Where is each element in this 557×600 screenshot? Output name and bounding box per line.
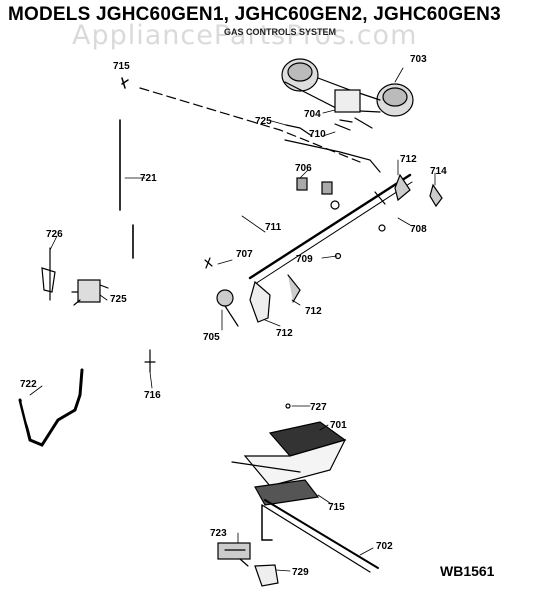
valve-712-right (374, 173, 411, 205)
leader-715-top (121, 77, 129, 89)
bracket-726 (41, 247, 56, 301)
bracket-715-bottom (231, 461, 320, 506)
fitting-714 (429, 183, 443, 208)
label-703: 703 (410, 54, 427, 65)
manifold-pipe (248, 173, 413, 285)
leader-lines (29, 67, 436, 572)
label-715-top: 715 (113, 61, 130, 72)
fitting-725-top (285, 124, 313, 137)
burner-valve-assembly (281, 58, 414, 129)
label-709: 709 (296, 254, 313, 265)
label-706: 706 (295, 163, 312, 174)
label-729: 729 (292, 567, 309, 578)
mounting-plate-701 (243, 421, 347, 487)
label-723: 723 (210, 528, 227, 539)
clip-729 (254, 564, 279, 587)
watermark: AppliancePartsPros.com (72, 20, 418, 51)
fitting-710 (334, 123, 351, 131)
label-712-right: 712 (400, 154, 417, 165)
label-707: 707 (236, 249, 253, 260)
burner-tube-722 (18, 368, 84, 447)
label-725-top: 725 (255, 116, 272, 127)
label-722: 722 (20, 379, 37, 390)
label-705: 705 (203, 332, 220, 343)
label-715-bottom: 715 (328, 502, 345, 513)
label-708: 708 (410, 224, 427, 235)
figure-code: WB1561 (440, 563, 495, 579)
label-710: 710 (309, 129, 326, 140)
pilot-tube-dash (139, 87, 361, 163)
bracket-712-lower (249, 274, 301, 323)
diagram-title: MODELS JGHC60GEN1, JGHC60GEN2, JGHC60GEN… (8, 4, 501, 25)
label-701: 701 (330, 420, 347, 431)
diagram-subtitle: GAS CONTROLS SYSTEM (223, 27, 336, 37)
block-723 (217, 542, 251, 567)
tube-upper (284, 139, 381, 173)
label-711: 711 (265, 222, 282, 233)
label-716: 716 (144, 390, 161, 401)
label-704: 704 (304, 109, 321, 120)
valve-705 (216, 289, 239, 327)
label-702: 702 (376, 541, 393, 552)
orifice-707 (204, 257, 213, 269)
screw-727 (285, 403, 291, 409)
label-726: 726 (46, 229, 63, 240)
label-714: 714 (430, 166, 447, 177)
part-708 (378, 224, 386, 232)
label-712-low: 712 (276, 328, 293, 339)
label-721: 721 (140, 173, 157, 184)
label-712-mid: 712 (305, 306, 322, 317)
thermocouple-tube (119, 119, 134, 259)
switch-725 (71, 279, 109, 306)
clip-716 (144, 349, 156, 373)
label-725-left: 725 (110, 294, 127, 305)
rod-702 (261, 499, 379, 573)
valve-706 (296, 177, 340, 210)
label-727: 727 (310, 402, 327, 413)
